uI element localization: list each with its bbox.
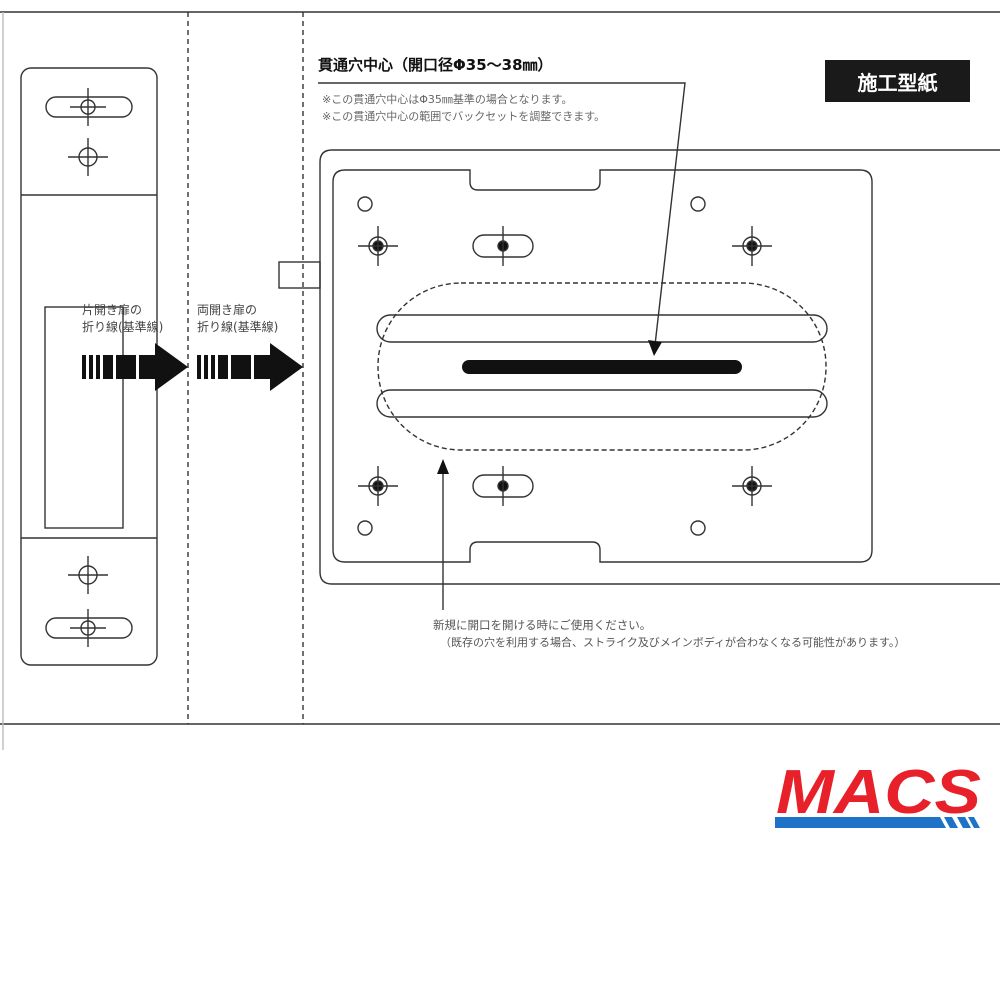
fold-arrow-single	[82, 343, 188, 391]
through-hole-note-1: ※この貫通穴中心はΦ35㎜基準の場合となります。	[322, 93, 573, 106]
strike-plate	[20, 67, 158, 666]
new-opening-caution: （既存の穴を利用する場合、ストライク及びメインボディが合わなくなる可能性がありま…	[440, 636, 906, 649]
main-plate	[278, 149, 1000, 585]
fold-label-single: 片開き扉の 折り線(基準線)	[82, 302, 163, 336]
fold-arrow-double	[197, 343, 303, 391]
fold-label-double: 両開き扉の 折り線(基準線)	[197, 302, 278, 336]
fold-label-double-line2: 折り線(基準線)	[197, 320, 279, 334]
through-hole-note-2: ※この貫通穴中心の範囲でバックセットを調整できます。	[322, 110, 606, 123]
mounting-holes	[358, 226, 772, 506]
through-hole-title: 貫通穴中心（開口径Φ35～38㎜）	[318, 56, 553, 74]
fold-label-single-line2: 折り線(基準線)	[82, 320, 164, 334]
through-hole-range	[376, 282, 828, 451]
leader-lines	[318, 82, 686, 610]
new-opening-note: 新規に開口を開ける時にご使用ください。	[433, 618, 652, 632]
fold-label-single-line1: 片開き扉の	[82, 303, 143, 317]
fold-label-double-line1: 両開き扉の	[197, 303, 258, 317]
template-badge: 施工型紙	[825, 60, 970, 102]
svg-text:MACS: MACS	[776, 758, 981, 827]
macs-logo: MACS	[775, 758, 981, 828]
